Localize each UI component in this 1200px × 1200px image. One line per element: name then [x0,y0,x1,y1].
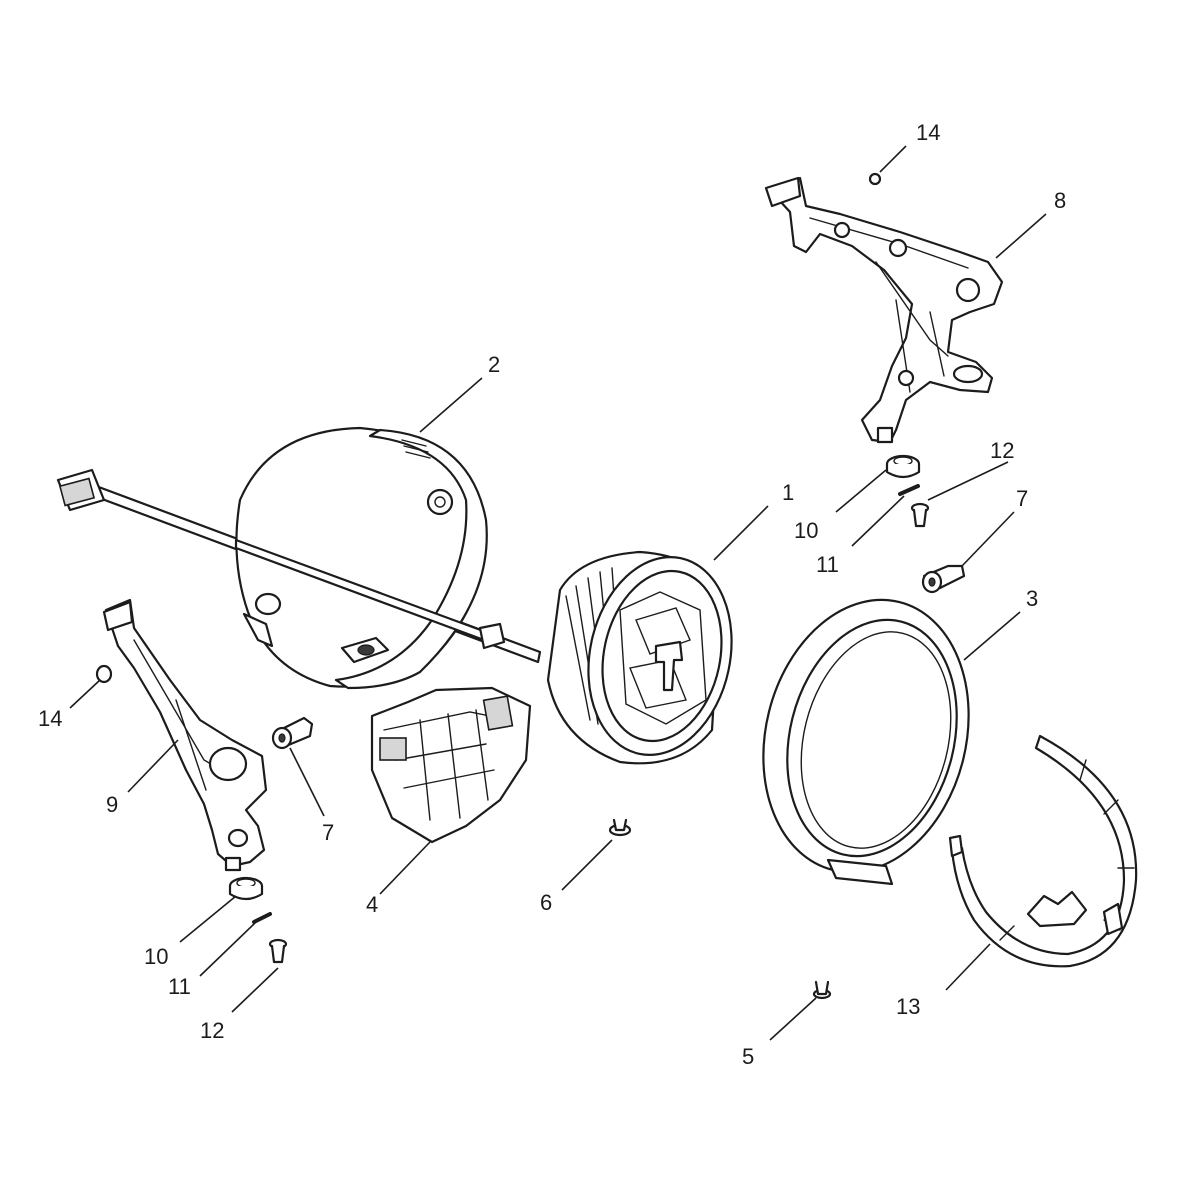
part-spacer-upper [885,454,921,479]
part-spring-lower [252,912,272,924]
callout-5: 5 [742,1044,754,1069]
callout-8: 8 [1054,188,1066,213]
part-grommet-upper [868,172,882,186]
part-socket-bolt-upper [921,564,966,594]
part-bracket-upper [764,176,1004,444]
part-spring-upper [898,484,920,496]
callout-14-upper: 14 [916,120,940,145]
callout-10-upper: 10 [794,518,818,543]
part-trim-ring [762,598,970,886]
callout-13: 13 [896,994,920,1019]
callout-14-lower: 14 [38,706,62,731]
leader-lines [69,145,1047,1041]
callout-labels: 1 2 3 4 5 6 7 7 8 9 10 10 11 11 12 12 13… [38,120,1066,1069]
part-screw-6 [608,818,632,837]
part-bracket-lower [102,598,268,872]
callout-4: 4 [366,892,378,917]
part-retaining-ring [948,734,1138,968]
callout-7-upper: 7 [1016,486,1028,511]
callout-12-lower: 12 [200,1018,224,1043]
callout-11-lower: 11 [168,974,191,999]
part-screw-5 [812,980,832,1000]
part-bolt-lower [268,938,288,964]
callout-11-upper: 11 [816,552,839,577]
part-spacer-lower [228,876,264,901]
part-bolt-upper [910,502,930,528]
part-grommet-lower [95,664,113,684]
callout-9: 9 [106,792,118,817]
part-connector-block [370,686,532,844]
callout-12-upper: 12 [990,438,1014,463]
callout-3: 3 [1026,586,1038,611]
part-headlamp-unit [546,550,733,765]
part-socket-bolt-lower [271,716,314,750]
callout-2: 2 [488,352,500,377]
callout-6: 6 [540,890,552,915]
part-headlamp-shell [56,426,542,690]
callout-1: 1 [782,480,794,505]
callout-7-lower: 7 [322,820,334,845]
callout-10-lower: 10 [144,944,168,969]
